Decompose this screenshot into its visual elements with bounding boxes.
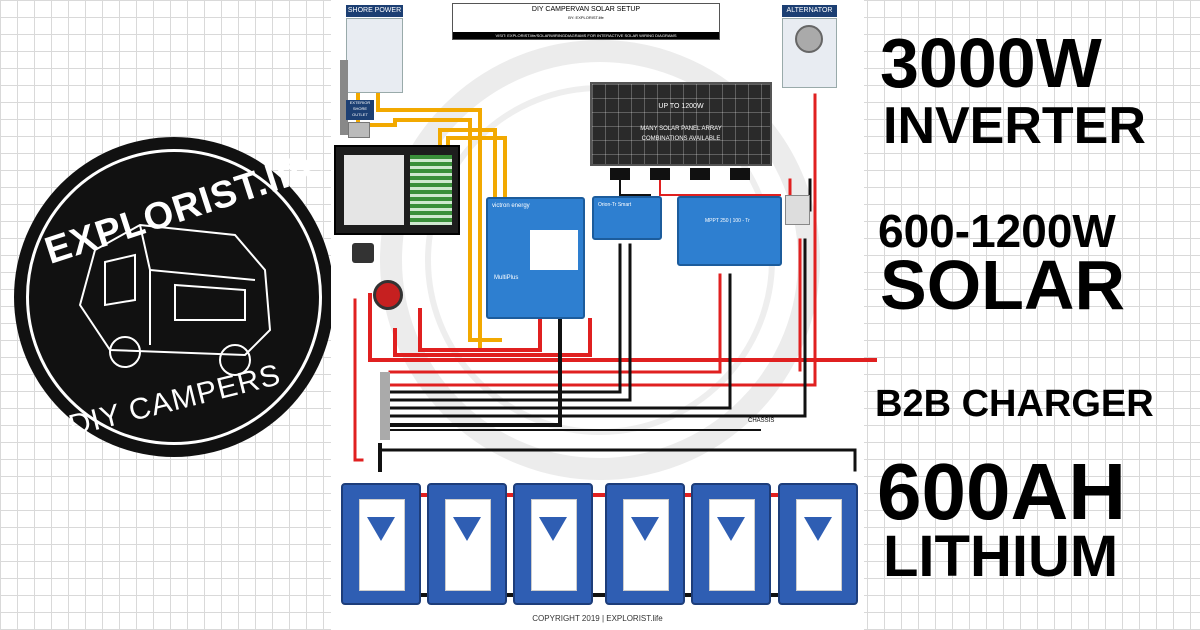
diagram-title: DIY CAMPERVAN SOLAR SETUP	[531, 6, 641, 13]
solar-array-line3: COMBINATIONS AVAILABLE	[641, 136, 721, 142]
solar-connectors	[610, 168, 770, 180]
inverter-label: INVERTER	[883, 97, 1146, 155]
alternator-label: ALTERNATOR	[782, 5, 837, 17]
battery-capacity: 600AH	[877, 447, 1127, 536]
battery-label: LITHIUM	[883, 524, 1119, 589]
orion-b2b-charger[interactable]	[592, 196, 662, 240]
lithium-battery[interactable]	[513, 483, 593, 605]
shore-power-label: SHORE POWER	[346, 5, 403, 17]
exterior-outlet[interactable]	[348, 122, 370, 138]
multiplus-screen	[530, 230, 578, 270]
alternator-pulley-icon	[795, 25, 823, 53]
orion-label: Orion-Tr Smart	[598, 202, 632, 208]
lithium-battery[interactable]	[778, 483, 858, 605]
diagram-byline: BY: EXPLORIST.life	[568, 15, 604, 20]
shore-power-panel[interactable]	[346, 18, 403, 93]
b2b-label: B2B CHARGER	[875, 383, 1154, 425]
lithium-battery[interactable]	[427, 483, 507, 605]
multiplus-brand: victron energy	[492, 203, 530, 209]
mppt-label: MPPT 250 | 100 - Tr	[705, 218, 750, 224]
battery-disconnect-switch[interactable]	[373, 280, 403, 310]
chassis-label: CHASSIS	[748, 418, 775, 424]
diagram-title-box: DIY CAMPERVAN SOLAR SETUP BY: EXPLORIST.…	[452, 3, 720, 40]
ac-panel-breakers[interactable]	[344, 155, 404, 225]
negative-busbar	[380, 372, 390, 440]
lithium-battery[interactable]	[691, 483, 771, 605]
dc-fuse-block[interactable]	[410, 155, 452, 225]
exterior-inlet-label: EXTERIOR SHORE OUTLET	[346, 100, 374, 120]
solar-breaker[interactable]	[785, 195, 810, 225]
solar-panel-array[interactable]	[590, 82, 772, 166]
solar-power: 600-1200W	[878, 205, 1116, 257]
solar-label: SOLAR	[880, 246, 1125, 324]
lithium-battery[interactable]	[341, 483, 421, 605]
copyright-text: COPYRIGHT 2019 | EXPLORIST.life	[532, 614, 663, 623]
inverter-power: 3000W	[880, 24, 1102, 102]
multiplus-label: MultiPlus	[494, 275, 519, 281]
logo-ring	[26, 149, 322, 445]
shore-cord	[340, 60, 348, 135]
diagram-url-bar[interactable]: VISIT: EXPLORIST.life/SOLARWIRINGDIAGRAM…	[453, 32, 719, 39]
lithium-battery[interactable]	[605, 483, 685, 605]
battery-monitor[interactable]	[352, 243, 374, 263]
mppt-charge-controller[interactable]	[677, 196, 782, 266]
solar-array-line2: MANY SOLAR PANEL ARRAY	[640, 126, 722, 132]
solar-array-line1: UP TO 1200W	[658, 103, 704, 110]
